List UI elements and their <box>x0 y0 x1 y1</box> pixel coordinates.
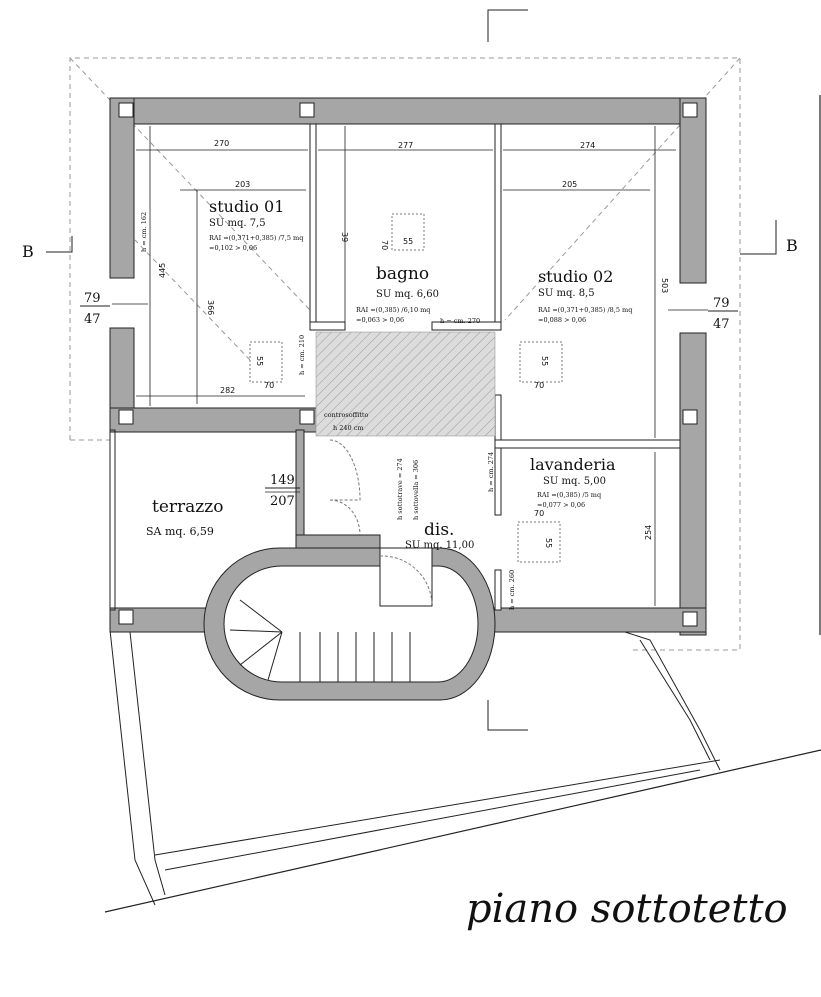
dim-445: 445 <box>158 263 167 278</box>
dim-503: 503 <box>660 278 669 293</box>
dim-39: 39 <box>340 232 349 242</box>
room-name-bagno: bagno <box>376 264 429 284</box>
door-swing <box>329 439 361 501</box>
drawing-title: piano sottotetto <box>466 886 788 932</box>
note-h-sottotrave: h sottotrave = 274 <box>396 458 404 520</box>
note-controsoffitto: controsoffitto <box>324 411 369 419</box>
dim-70-bagno: 70 <box>380 240 389 250</box>
room-rai-lavanderia: RAI =(0,385) /5 mq <box>537 491 601 499</box>
partitions <box>309 123 681 611</box>
room-name-studio02: studio 02 <box>538 267 613 286</box>
dim-277: 277 <box>398 141 413 150</box>
room-name-terrazzo: terrazzo <box>152 497 223 517</box>
room-area-studio02: SU mq. 8,5 <box>538 288 595 299</box>
svg-text:149: 149 <box>270 473 295 488</box>
door-swing-2 <box>329 499 361 536</box>
svg-text:47: 47 <box>713 317 730 332</box>
svg-text:207: 207 <box>270 494 295 509</box>
dim-55-bagno: 55 <box>403 237 413 246</box>
dim-366: 366 <box>206 300 215 315</box>
room-rai-result-studio01: =0,102 > 0,06 <box>209 244 257 252</box>
note-h-cm-270: h = cm. 270 <box>440 317 480 325</box>
room-rai-studio02: RAI =(0,371+0,385) /8,5 mq <box>538 306 632 314</box>
room-rai-studio01: RAI =(0,371+0,385) /7,5 mq <box>209 234 303 242</box>
window-terrace: 149 207 <box>265 473 300 509</box>
note-controsoffitto-h: h 240 cm <box>333 424 364 432</box>
section-markers <box>46 9 777 731</box>
spiral-stair <box>203 547 496 701</box>
room-rai-bagno: RAI =(0,385) /6,10 mq <box>356 306 430 314</box>
svg-text:79: 79 <box>713 296 730 311</box>
svg-text:47: 47 <box>84 312 101 327</box>
room-area-dis: SU mq. 11,00 <box>405 540 474 551</box>
window-left: 79 47 <box>80 291 110 327</box>
room-rai-result-bagno: =0,063 > 0,06 <box>356 316 404 324</box>
room-name-studio01: studio 01 <box>209 197 284 216</box>
dim-205: 205 <box>562 180 577 189</box>
dim-274: 274 <box>580 141 595 150</box>
room-area-studio01: SU mq. 7,5 <box>209 218 266 229</box>
dim-55-lavanderia: 55 <box>544 538 553 548</box>
room-area-terrazzo: SA mq. 6,59 <box>146 525 214 538</box>
dim-254: 254 <box>644 525 653 540</box>
dim-270: 270 <box>214 139 229 148</box>
note-h-cm-274: h = cm. 274 <box>487 452 495 492</box>
dim-203: 203 <box>235 180 250 189</box>
room-rai-result-lavanderia: =0,077 > 0,06 <box>537 501 585 509</box>
dim-70-lavanderia: 70 <box>534 509 544 518</box>
skylights <box>249 213 563 563</box>
dim-55-studio01: 55 <box>255 356 264 366</box>
room-name-lavanderia: lavanderia <box>530 455 616 474</box>
note-h-cm-162: h = cm. 162 <box>140 212 148 252</box>
svg-text:79: 79 <box>84 291 101 306</box>
dim-55-studio02: 55 <box>540 356 549 366</box>
note-h-cm-260: h = cm. 260 <box>508 570 516 610</box>
room-area-lavanderia: SU mq. 5,00 <box>543 476 606 487</box>
section-marker-left: B <box>22 242 34 261</box>
dim-70-studio01: 70 <box>264 381 274 390</box>
dim-70-studio02: 70 <box>534 381 544 390</box>
terrain-outline <box>104 95 821 913</box>
dimension-lines <box>112 126 708 606</box>
room-rai-result-studio02: =0,088 > 0,06 <box>538 316 586 324</box>
window-right: 79 47 <box>708 296 738 332</box>
controsoffitto-hatch <box>315 331 496 437</box>
room-area-bagno: SU mq. 6,60 <box>376 289 439 300</box>
section-marker-right: B <box>786 236 798 255</box>
note-h-sottovella: h sottovella = 306 <box>412 460 420 520</box>
note-h-cm-210: h = cm. 210 <box>298 335 306 375</box>
dim-282: 282 <box>220 386 235 395</box>
room-name-dis: dis. <box>424 520 454 540</box>
